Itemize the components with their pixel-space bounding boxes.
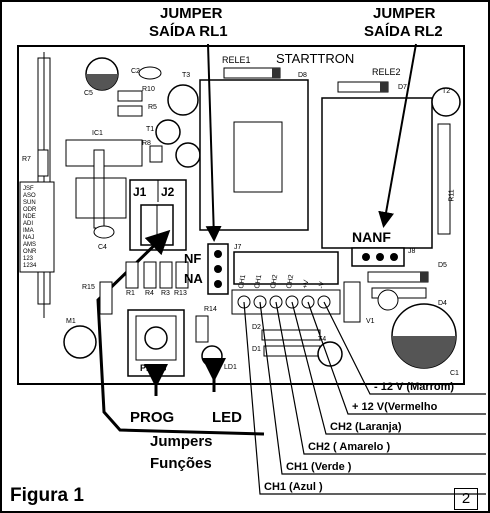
r10-label: R10 [142, 86, 155, 93]
wire-line-2 [291, 301, 486, 435]
nanf-label: NANF [352, 229, 391, 245]
prog-button-label: PROG [140, 363, 167, 373]
terminal-label-4: +V [302, 279, 311, 290]
t3-label: T3 [182, 72, 191, 79]
dip-row-6: IMA [23, 228, 34, 234]
wire-line-1 [307, 301, 486, 415]
page-number-box: 2 [454, 488, 478, 510]
m1-label: M1 [66, 318, 76, 325]
wire-label-1: + 12 V(Vermelho [352, 401, 438, 413]
dip-row-11: 1234 [23, 263, 37, 269]
wire-line-0 [323, 301, 486, 395]
r8-label: R8 [142, 140, 151, 147]
jumper-rl1-title: JUMPER [160, 5, 223, 22]
jumper-rl2-subtitle: SAÍDA RL2 [364, 23, 443, 40]
c1-label: C1 [450, 370, 459, 377]
terminal-screws [237, 295, 331, 309]
wire-line-5 [243, 301, 486, 495]
j1-label: J1 [133, 185, 147, 199]
led-label: LED [212, 409, 242, 426]
r15-label: R15 [82, 284, 95, 291]
funcoes-label: Funções [150, 455, 212, 472]
j7-label: J7 [234, 244, 242, 251]
t1-label: T1 [146, 126, 155, 133]
dip-row-10: 123 [23, 256, 34, 262]
dip-row-1: ASO [23, 193, 36, 199]
r1-label: R1 [126, 290, 135, 297]
wire-line-4 [259, 301, 486, 475]
d2-label: D2 [252, 324, 261, 331]
wire-label-3: CH2 ( Amarelo ) [308, 441, 391, 453]
c2-label: C2 [131, 68, 140, 75]
v1-label: V1 [366, 318, 375, 325]
d4-label: D4 [438, 300, 447, 307]
r4-label: R4 [145, 290, 154, 297]
terminal-label-5: -V [318, 281, 327, 290]
jumpers-leader [96, 229, 265, 436]
ic1-label: IC1 [92, 130, 103, 137]
dip-row-2: SUN [23, 200, 36, 206]
t2-label: T2 [442, 88, 451, 95]
d7-label: D7 [398, 84, 407, 91]
c5-label: C5 [84, 90, 93, 97]
c4-label: C4 [98, 244, 107, 251]
dip-row-4: NDE [23, 214, 36, 220]
nf-label: NF [184, 251, 202, 266]
wire-label-4: CH1 (Verde ) [286, 461, 352, 473]
d8-label: D8 [298, 72, 307, 79]
dip-switch-block [19, 181, 55, 273]
r5-label: R5 [148, 104, 157, 111]
t4-label: T4 [318, 336, 327, 343]
dip-row-3: ODR [23, 207, 37, 213]
terminal-block [233, 251, 339, 285]
relay-rl2 [321, 97, 433, 249]
wire-leader-lines [243, 301, 486, 495]
rele1-label: RELE1 [222, 55, 251, 65]
wire-label-0: - 12 V (Marrom) [374, 381, 455, 393]
wire-label-5: CH1 (Azul ) [264, 481, 323, 493]
r13-label: R13 [174, 290, 187, 297]
jumper-rl2-title: JUMPER [373, 5, 436, 22]
d1-label: D1 [252, 346, 261, 353]
na-label: NA [184, 271, 203, 286]
brand-label: STARTTRON [276, 51, 355, 66]
rele2-label: RELE2 [372, 67, 401, 77]
relay-rl1 [199, 79, 309, 231]
r3-label: R3 [161, 290, 170, 297]
figure-caption: Figura 1 [10, 485, 84, 506]
j2-label: J2 [161, 185, 175, 199]
dip-row-9: ONR [23, 249, 37, 255]
j8-label: J8 [408, 248, 416, 255]
wire-label-2: CH2 (Laranja) [330, 421, 402, 433]
r7-label: R7 [22, 156, 31, 163]
dip-row-0: JSF [23, 186, 34, 192]
dip-row-5: ADI [23, 221, 33, 227]
r11-label: R11 [448, 189, 456, 202]
d5-label: D5 [438, 262, 447, 269]
r14-label: R14 [204, 306, 217, 313]
prog-label: PROG [130, 409, 175, 426]
jumpers-label: Jumpers [150, 433, 213, 450]
dip-row-8: AMS [23, 242, 36, 248]
wire-line-3 [275, 301, 486, 455]
dip-row-7: NAJ [23, 235, 34, 241]
jumper-rl1-subtitle: SAÍDA RL1 [149, 23, 228, 40]
ld1-label: LD1 [224, 364, 237, 371]
